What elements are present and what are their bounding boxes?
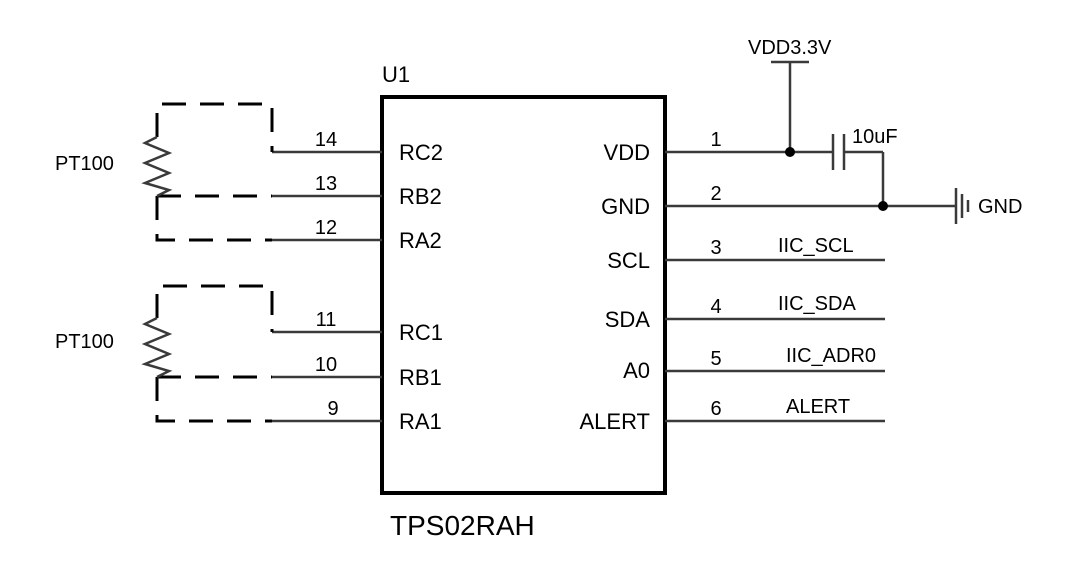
pin-name-rb2: RB2	[399, 184, 442, 209]
sensor-1-label: PT100	[55, 153, 114, 175]
sensor-1-lead-c	[155, 102, 274, 152]
net-label-alert: ALERT	[786, 396, 850, 418]
pin-name-gnd: GND	[601, 194, 650, 219]
resistor-2-icon	[141, 316, 173, 379]
net-label-iic-scl: IIC_SCL	[778, 235, 854, 257]
pin-1-number: 1	[710, 129, 721, 151]
pt100-sensor-2	[141, 284, 274, 423]
pt100-sensor-1	[141, 102, 274, 242]
sensor-1-lead-a	[155, 196, 272, 242]
pin-name-rc1: RC1	[399, 320, 443, 345]
pin-name-alert: ALERT	[579, 409, 650, 434]
net-label-iic-sda: IIC_SDA	[778, 293, 856, 315]
ic-part-number: TPS02RAH	[390, 510, 535, 541]
sensor-2-lead-a	[155, 377, 272, 423]
pin-name-sda: SDA	[605, 307, 651, 332]
capacitor-symbol	[831, 134, 888, 211]
pin-6-number: 6	[710, 398, 721, 420]
pin-14-number: 14	[315, 129, 337, 151]
resistor-1-icon	[141, 135, 173, 198]
pin-13-number: 13	[315, 173, 337, 195]
sensor-2-label: PT100	[55, 331, 114, 353]
ic-body	[380, 95, 667, 495]
left-pin-wires	[272, 150, 382, 423]
pin-name-ra1: RA1	[399, 409, 442, 434]
gnd-junction-dot	[878, 201, 888, 211]
pin-11-number: 11	[316, 309, 337, 331]
ground-symbol	[954, 188, 970, 224]
pin-5-number: 5	[710, 348, 721, 370]
net-label-iic-adr0: IIC_ADR0	[786, 345, 876, 367]
capacitor-value: 10uF	[852, 126, 898, 148]
pin-3-number: 3	[710, 237, 721, 259]
vdd-supply	[771, 60, 809, 157]
pin-12-number: 12	[315, 217, 337, 239]
sensor-2-lead-c	[155, 284, 274, 332]
pin-10-number: 10	[315, 354, 337, 376]
right-pin-wires	[665, 150, 956, 423]
pin-name-vdd: VDD	[604, 140, 650, 165]
pin-2-number: 2	[710, 183, 721, 205]
pin-name-a0: A0	[623, 358, 650, 383]
pin-9-number: 9	[327, 398, 338, 420]
vdd-junction-dot	[785, 147, 795, 157]
pin-name-rb1: RB1	[399, 365, 442, 390]
gnd-label: GND	[978, 196, 1022, 218]
pin-name-scl: SCL	[607, 248, 650, 273]
ic-reference: U1	[382, 62, 410, 87]
pin-name-rc2: RC2	[399, 140, 443, 165]
pin-4-number: 4	[710, 296, 721, 318]
pin-name-ra2: RA2	[399, 228, 442, 253]
vdd-label: VDD3.3V	[748, 37, 832, 59]
